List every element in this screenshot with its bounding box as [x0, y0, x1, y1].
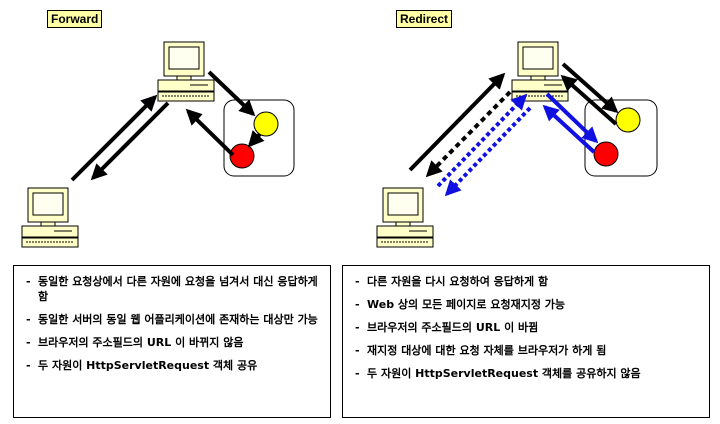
blue-return-arrow: [542, 104, 596, 154]
yellow-circle: [253, 111, 279, 137]
redirect-description-box: 다른 자원을 다시 요청하여 응답하게 함 Web 상의 모든 페이지로 요청재…: [342, 265, 710, 418]
redirect-bullet-1: 다른 자원을 다시 요청하여 응답하게 함: [353, 274, 699, 289]
client-computer-icon: [376, 187, 434, 248]
redirect-bullet-list: 다른 자원을 다시 요청하여 응답하게 함 Web 상의 모든 페이지로 요청재…: [353, 274, 699, 381]
forward-description-box: 동일한 요청상에서 다른 자원에 요청을 넘겨서 대신 응답하게 함 동일한 서…: [13, 265, 331, 418]
yellow-circle: [615, 107, 641, 133]
redirect-diagram: [376, 41, 658, 248]
blue-forward-arrow: [545, 92, 599, 144]
client-computer-icon: [21, 187, 79, 248]
forward-bullet-2: 동일한 서버의 동일 웹 어플리케이션에 존재하는 대상만 가능: [24, 312, 320, 327]
final-response-arrow: [444, 106, 532, 197]
redirect-bullet-5: 두 자원이 HttpServletRequest 객체를 공유하지 않음: [353, 366, 699, 381]
forward-bullet-3: 브라우저의 주소필드의 URL 이 바뀌지 않음: [24, 335, 320, 350]
red-circle: [229, 143, 255, 169]
forward-bullet-list: 동일한 요청상에서 다른 자원에 요청을 넘겨서 대신 응답하게 함 동일한 서…: [24, 274, 320, 373]
forward-bullet-1: 동일한 요청상에서 다른 자원에 요청을 넘겨서 대신 응답하게 함: [24, 274, 320, 304]
return-arrow: [185, 108, 235, 157]
redirect-request-arrow: [436, 93, 528, 188]
forward-diagram: [21, 41, 295, 248]
redirect-bullet-4: 재지정 대상에 대한 요청 자체를 브라우저가 하게 됨: [353, 343, 699, 358]
resource-to-server-arrow: [560, 74, 618, 126]
forward-bullet-4: 두 자원이 HttpServletRequest 객체 공유: [24, 358, 320, 373]
request-arrow: [70, 94, 158, 182]
redirect-response-arrow: [425, 90, 512, 178]
forward-title: Forward: [47, 10, 103, 28]
red-circle: [593, 141, 619, 167]
redirect-title: Redirect: [396, 10, 453, 28]
server-icon: [511, 41, 569, 102]
response-arrow: [90, 101, 170, 181]
internal-arrow: [247, 130, 265, 148]
forward-arrow: [207, 70, 256, 117]
request-arrow: [408, 72, 506, 172]
server-to-resource-arrow: [561, 62, 619, 114]
redirect-bullet-3: 브라우저의 주소필드의 URL 이 바뀜: [353, 320, 699, 335]
server-icon: [157, 41, 215, 102]
redirect-bullet-2: Web 상의 모든 페이지로 요청재지정 가능: [353, 297, 699, 312]
